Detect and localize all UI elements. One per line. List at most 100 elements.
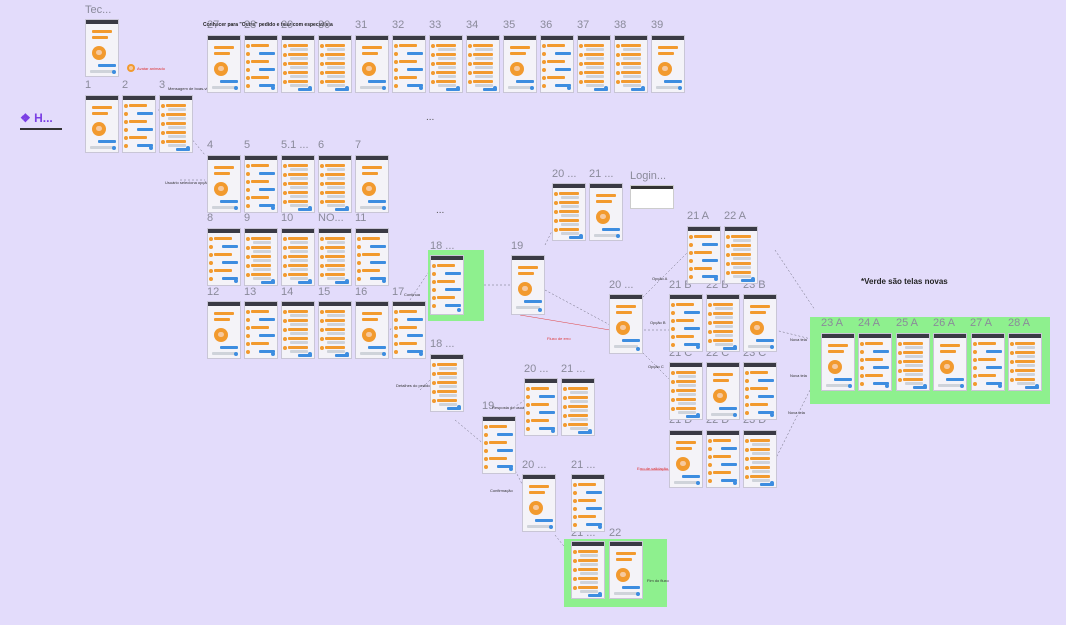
send-icon[interactable] [530,86,534,90]
screen-thumbnail[interactable] [244,228,278,286]
send-icon[interactable] [493,86,497,90]
send-icon[interactable] [271,279,275,283]
send-icon[interactable] [234,279,238,283]
screen-thumbnail[interactable] [933,333,968,391]
screen-thumbnail[interactable] [706,294,740,352]
screen-thumbnail[interactable] [552,183,586,241]
screen-thumbnail[interactable] [207,35,241,93]
send-icon[interactable] [308,86,312,90]
screen-thumbnail[interactable] [858,333,893,391]
screen-thumbnail[interactable] [511,255,545,315]
send-icon[interactable] [598,592,602,596]
page-title[interactable]: ❖ H... [20,111,53,125]
screen-thumbnail[interactable] [571,541,605,599]
screen-thumbnail[interactable] [1008,333,1042,391]
send-icon[interactable] [271,206,275,210]
send-icon[interactable] [345,206,349,210]
screen-thumbnail[interactable] [503,35,537,93]
send-icon[interactable] [509,467,513,471]
screen-thumbnail[interactable] [355,155,389,213]
screen-thumbnail[interactable] [669,362,703,420]
send-icon[interactable] [382,206,386,210]
send-icon[interactable] [733,345,737,349]
send-icon[interactable] [733,413,737,417]
screen-thumbnail[interactable] [482,416,516,474]
screen-thumbnail[interactable] [614,35,648,93]
screen-thumbnail[interactable] [318,301,352,359]
screen-thumbnail[interactable] [244,155,278,213]
screen-thumbnail[interactable] [466,35,500,93]
send-icon[interactable] [641,86,645,90]
send-icon[interactable] [456,86,460,90]
screen-thumbnail[interactable] [281,155,315,213]
send-icon[interactable] [419,352,423,356]
send-icon[interactable] [604,86,608,90]
screen-thumbnail[interactable] [571,474,605,532]
login-screen-thumbnail[interactable] [630,185,674,209]
screen-thumbnail[interactable] [244,301,278,359]
send-icon[interactable] [382,86,386,90]
send-icon[interactable] [770,413,774,417]
send-icon[interactable] [271,352,275,356]
screen-thumbnail[interactable] [355,301,389,359]
screen-thumbnail[interactable] [669,430,703,488]
send-icon[interactable] [733,481,737,485]
screen-thumbnail[interactable] [207,228,241,286]
screen-thumbnail[interactable] [244,35,278,93]
send-icon[interactable] [770,481,774,485]
screen-thumbnail[interactable] [743,362,777,420]
screen-thumbnail[interactable] [821,333,855,391]
send-icon[interactable] [538,308,542,312]
send-icon[interactable] [588,429,592,433]
send-icon[interactable] [419,86,423,90]
screen-thumbnail[interactable] [706,430,740,488]
screen-thumbnail[interactable] [207,155,241,213]
send-icon[interactable] [714,277,718,281]
send-icon[interactable] [382,279,386,283]
send-icon[interactable] [960,384,965,388]
screen-thumbnail[interactable] [724,226,758,284]
screen-thumbnail[interactable] [281,301,315,359]
send-icon[interactable] [112,146,116,150]
screen-thumbnail[interactable] [524,378,558,436]
send-icon[interactable] [308,352,312,356]
send-icon[interactable] [567,86,571,90]
send-icon[interactable] [770,345,774,349]
send-icon[interactable] [696,481,700,485]
send-icon[interactable] [271,86,275,90]
screen-thumbnail[interactable] [318,35,352,93]
screen-thumbnail[interactable] [392,301,426,359]
screen-thumbnail[interactable] [392,35,426,93]
send-icon[interactable] [234,86,238,90]
send-icon[interactable] [696,345,700,349]
screen-thumbnail[interactable] [85,19,119,77]
send-icon[interactable] [636,592,640,596]
screen-thumbnail[interactable] [429,35,463,93]
screen-thumbnail[interactable] [318,228,352,286]
screen-thumbnail[interactable] [561,378,595,436]
send-icon[interactable] [885,384,890,388]
screen-thumbnail[interactable] [430,354,464,412]
send-icon[interactable] [112,70,116,74]
screen-thumbnail[interactable] [895,333,930,391]
send-icon[interactable] [551,429,555,433]
screen-thumbnail[interactable] [540,35,574,93]
send-icon[interactable] [616,234,620,238]
send-icon[interactable] [751,277,755,281]
screen-thumbnail[interactable] [609,541,643,599]
send-icon[interactable] [1035,384,1039,388]
screen-thumbnail[interactable] [651,35,685,93]
send-icon[interactable] [186,146,190,150]
screen-thumbnail[interactable] [207,301,241,359]
screen-thumbnail[interactable] [122,95,156,153]
screen-thumbnail[interactable] [355,228,389,286]
send-icon[interactable] [636,347,640,351]
send-icon[interactable] [598,525,602,529]
screen-thumbnail[interactable] [743,294,777,352]
screen-thumbnail[interactable] [281,228,315,286]
screen-thumbnail[interactable] [706,362,740,420]
send-icon[interactable] [579,234,583,238]
screen-thumbnail[interactable] [577,35,611,93]
screen-thumbnail[interactable] [430,255,464,315]
